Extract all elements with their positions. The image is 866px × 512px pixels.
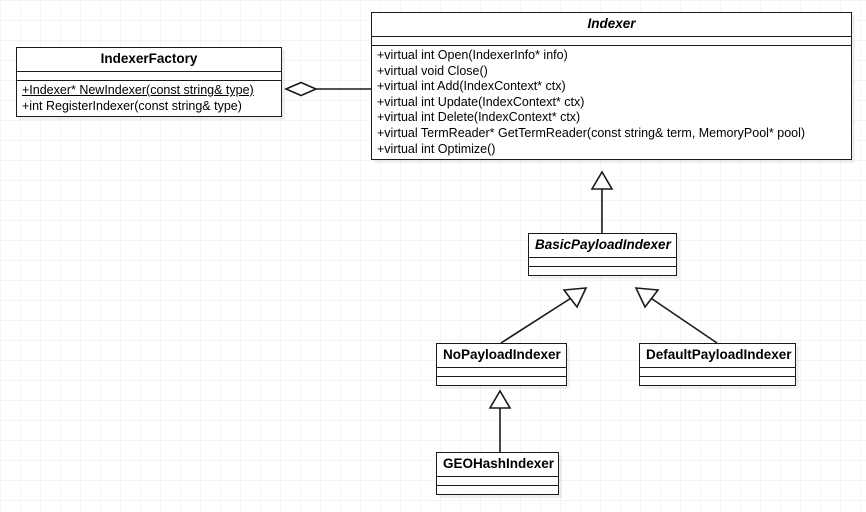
operation-row: +virtual int Delete(IndexContext* ctx) bbox=[377, 110, 581, 125]
hollow-triangle-marker bbox=[634, 287, 660, 309]
operation-row: +virtual TermReader* GetTermReader(const… bbox=[377, 125, 806, 140]
class-operations-indexer: +virtual int Open(IndexerInfo* info) +vi… bbox=[372, 46, 851, 159]
class-operations-default-payload-indexer bbox=[640, 377, 795, 385]
class-attributes-no-payload-indexer bbox=[437, 368, 566, 377]
class-box-basic-payload-indexer[interactable]: BasicPayloadIndexer bbox=[528, 233, 677, 276]
operation-row: +virtual int Add(IndexContext* ctx) bbox=[377, 79, 566, 94]
operation-row: +Indexer* NewIndexer(const string& type) bbox=[22, 83, 254, 97]
class-box-geohash-indexer[interactable]: GEOHashIndexer bbox=[436, 452, 559, 495]
operation-row: +virtual int Update(IndexContext* ctx) bbox=[377, 94, 585, 109]
class-box-indexer-factory[interactable]: IndexerFactory +Indexer* NewIndexer(cons… bbox=[16, 47, 282, 118]
class-attributes-default-payload-indexer bbox=[640, 368, 795, 377]
class-operations-basic-payload-indexer bbox=[529, 267, 676, 275]
class-attributes-indexer bbox=[372, 37, 851, 46]
class-box-no-payload-indexer[interactable]: NoPayloadIndexer bbox=[436, 343, 567, 386]
edge-generalization-basicpayload-indexer bbox=[590, 170, 614, 233]
class-name-basic-payload-indexer: BasicPayloadIndexer bbox=[529, 234, 676, 258]
operation-row: +virtual int Open(IndexerInfo* info) bbox=[377, 48, 568, 62]
hollow-diamond-marker bbox=[283, 81, 319, 97]
edge-aggregation-factory-indexer bbox=[283, 81, 371, 97]
operation-row: +virtual void Close() bbox=[377, 63, 488, 78]
class-name-geohash-indexer: GEOHashIndexer bbox=[437, 453, 558, 477]
class-operations-indexer-factory: +Indexer* NewIndexer(const string& type)… bbox=[17, 81, 281, 116]
edge-generalization-nopayload-basicpayload bbox=[500, 287, 588, 344]
edge-generalization-geohash-nopayload bbox=[488, 389, 512, 452]
generalization-line bbox=[500, 295, 574, 344]
edge-generalization-defaultpayload-basicpayload bbox=[634, 287, 718, 344]
class-attributes-indexer-factory bbox=[17, 72, 281, 81]
class-attributes-basic-payload-indexer bbox=[529, 258, 676, 267]
class-box-indexer[interactable]: Indexer +virtual int Open(IndexerInfo* i… bbox=[371, 12, 852, 161]
class-box-default-payload-indexer[interactable]: DefaultPayloadIndexer bbox=[639, 343, 796, 386]
class-attributes-geohash-indexer bbox=[437, 477, 558, 486]
hollow-triangle-marker bbox=[488, 389, 512, 409]
hollow-triangle-marker bbox=[590, 170, 614, 190]
class-operations-geohash-indexer bbox=[437, 486, 558, 494]
operation-row: +virtual int Optimize() bbox=[377, 141, 496, 156]
class-name-no-payload-indexer: NoPayloadIndexer bbox=[437, 344, 566, 368]
class-name-default-payload-indexer: DefaultPayloadIndexer bbox=[640, 344, 795, 368]
class-operations-no-payload-indexer bbox=[437, 377, 566, 385]
class-name-indexer-factory: IndexerFactory bbox=[17, 48, 281, 72]
generalization-line bbox=[648, 295, 718, 344]
operation-row: +int RegisterIndexer(const string& type) bbox=[22, 98, 242, 113]
class-name-indexer: Indexer bbox=[372, 13, 851, 37]
hollow-triangle-marker bbox=[562, 287, 588, 309]
